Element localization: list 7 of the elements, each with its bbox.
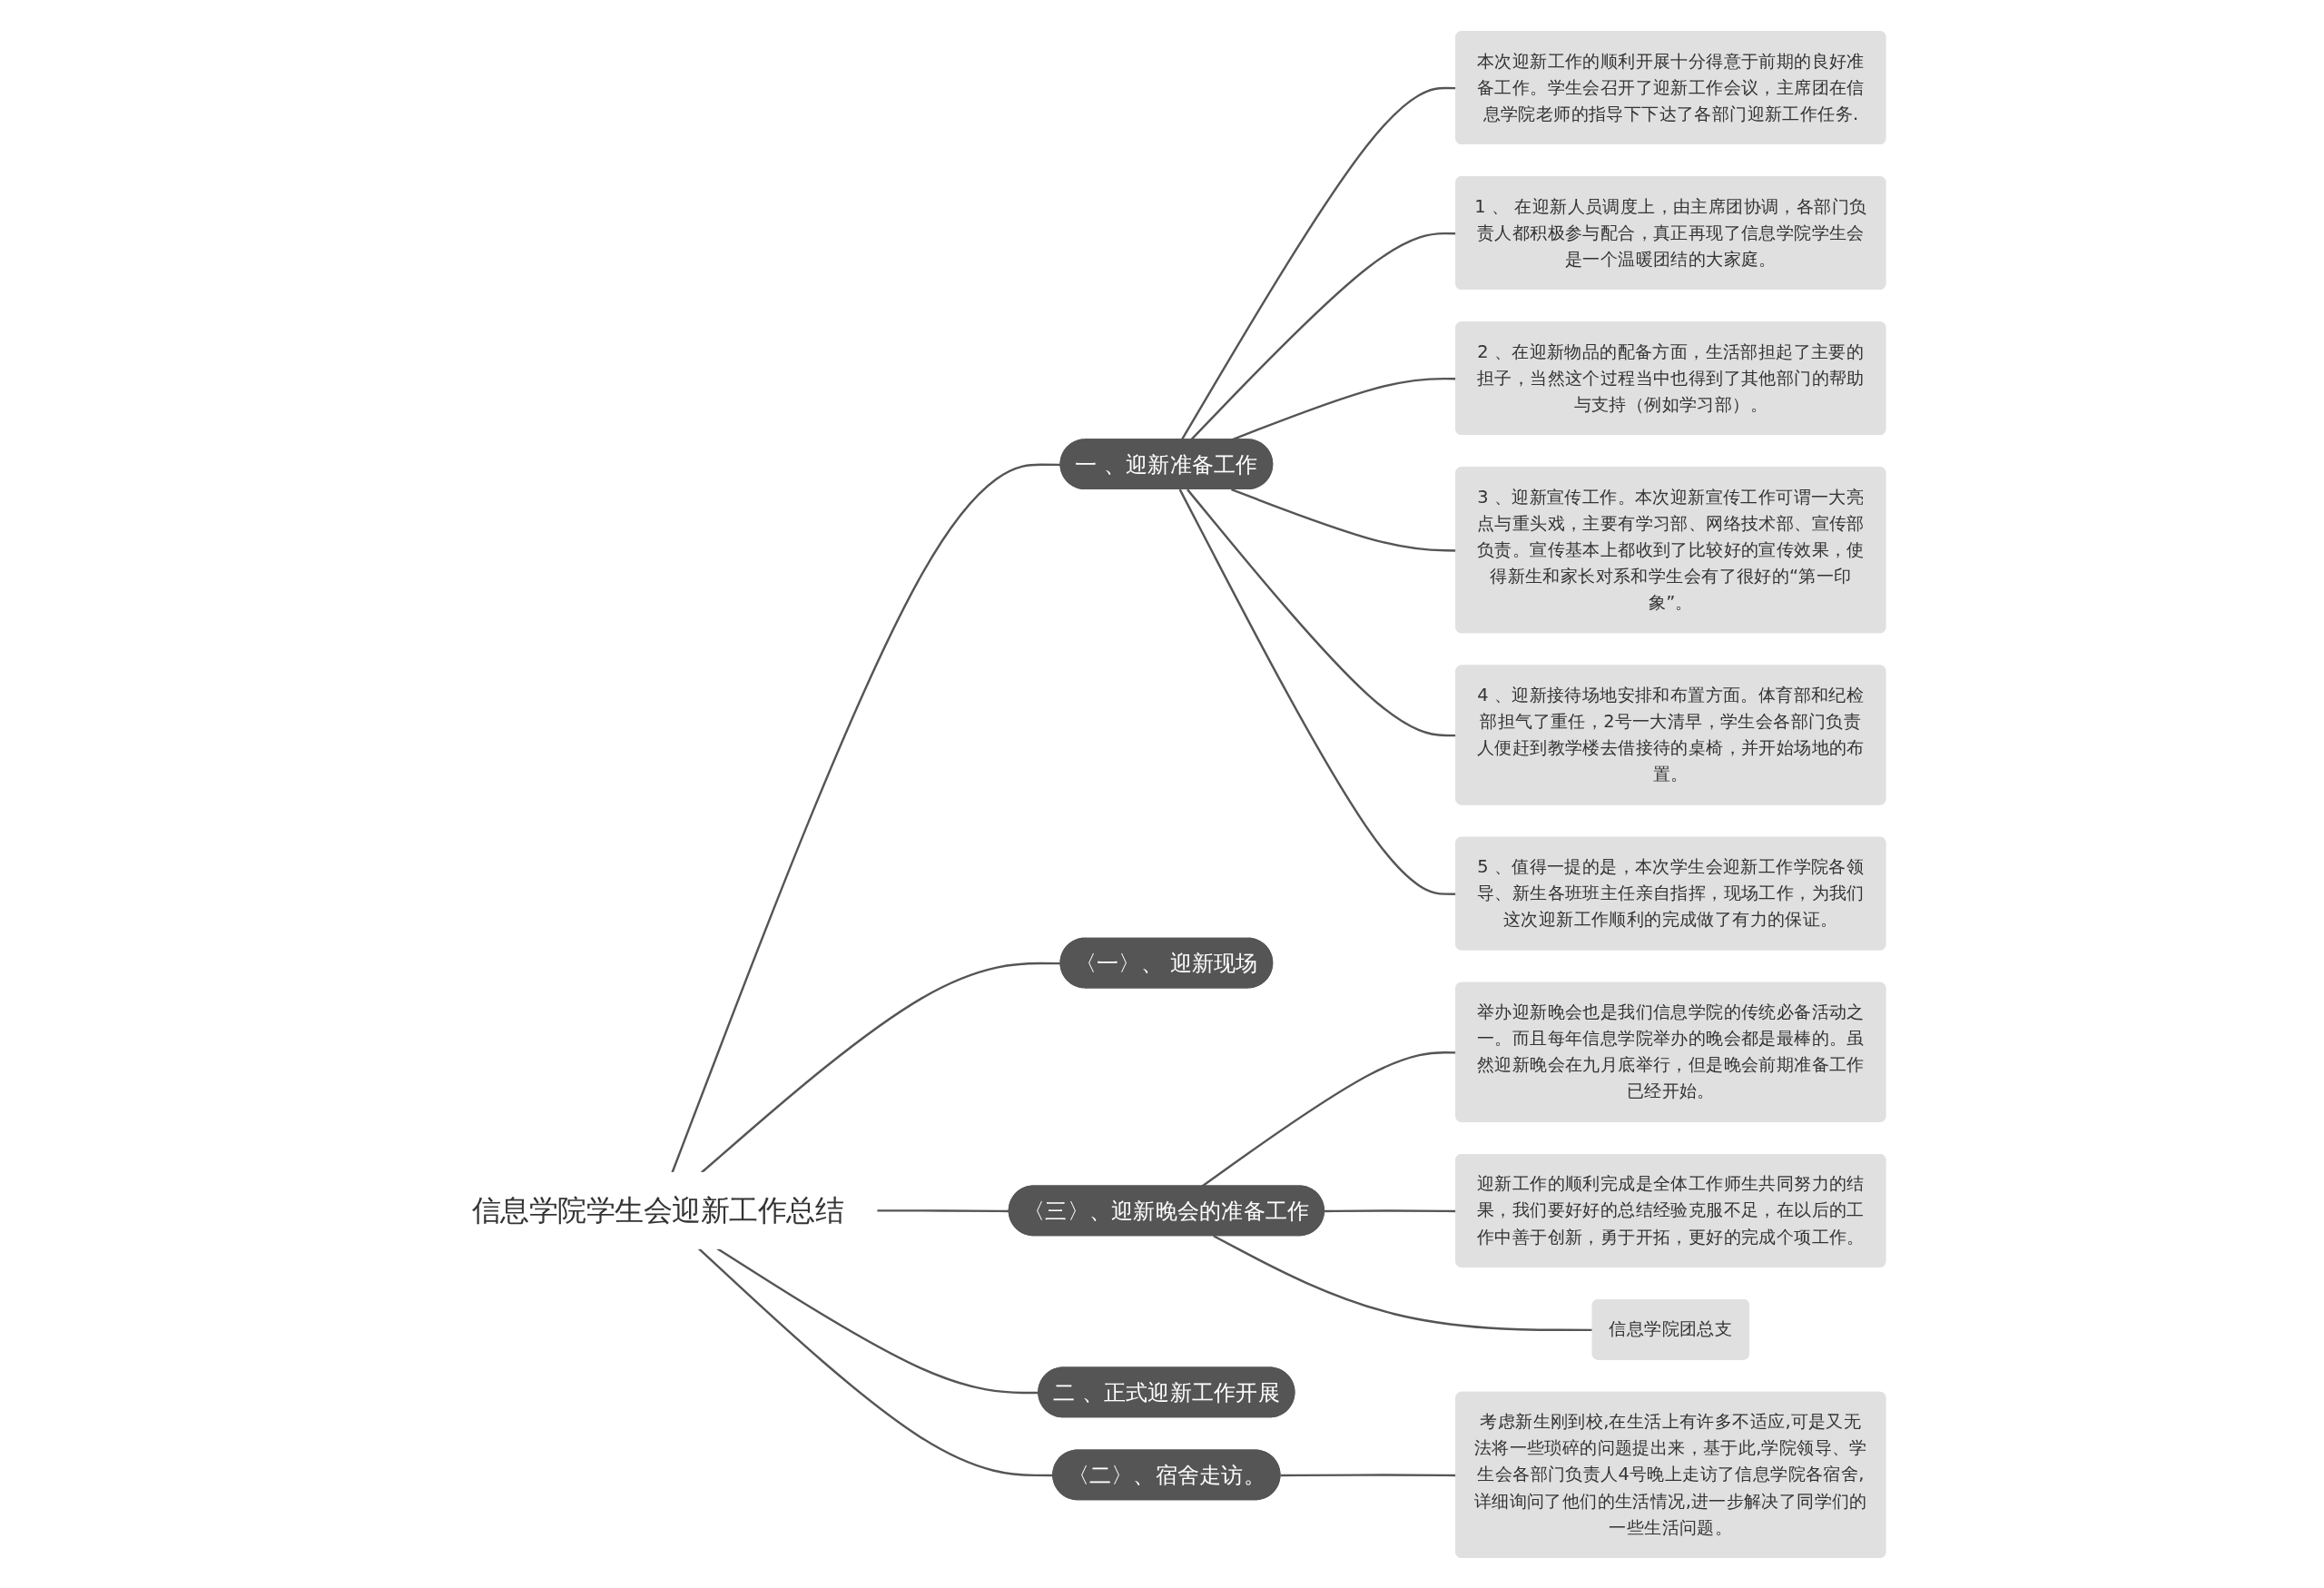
connector bbox=[716, 1247, 1039, 1394]
node-text: 信息学院学生会迎新工作总结 bbox=[471, 1193, 844, 1227]
connector bbox=[1213, 1234, 1593, 1331]
connector bbox=[697, 1247, 1054, 1476]
connector bbox=[700, 962, 1061, 1173]
connector bbox=[876, 1208, 1009, 1212]
connector bbox=[671, 463, 1061, 1173]
